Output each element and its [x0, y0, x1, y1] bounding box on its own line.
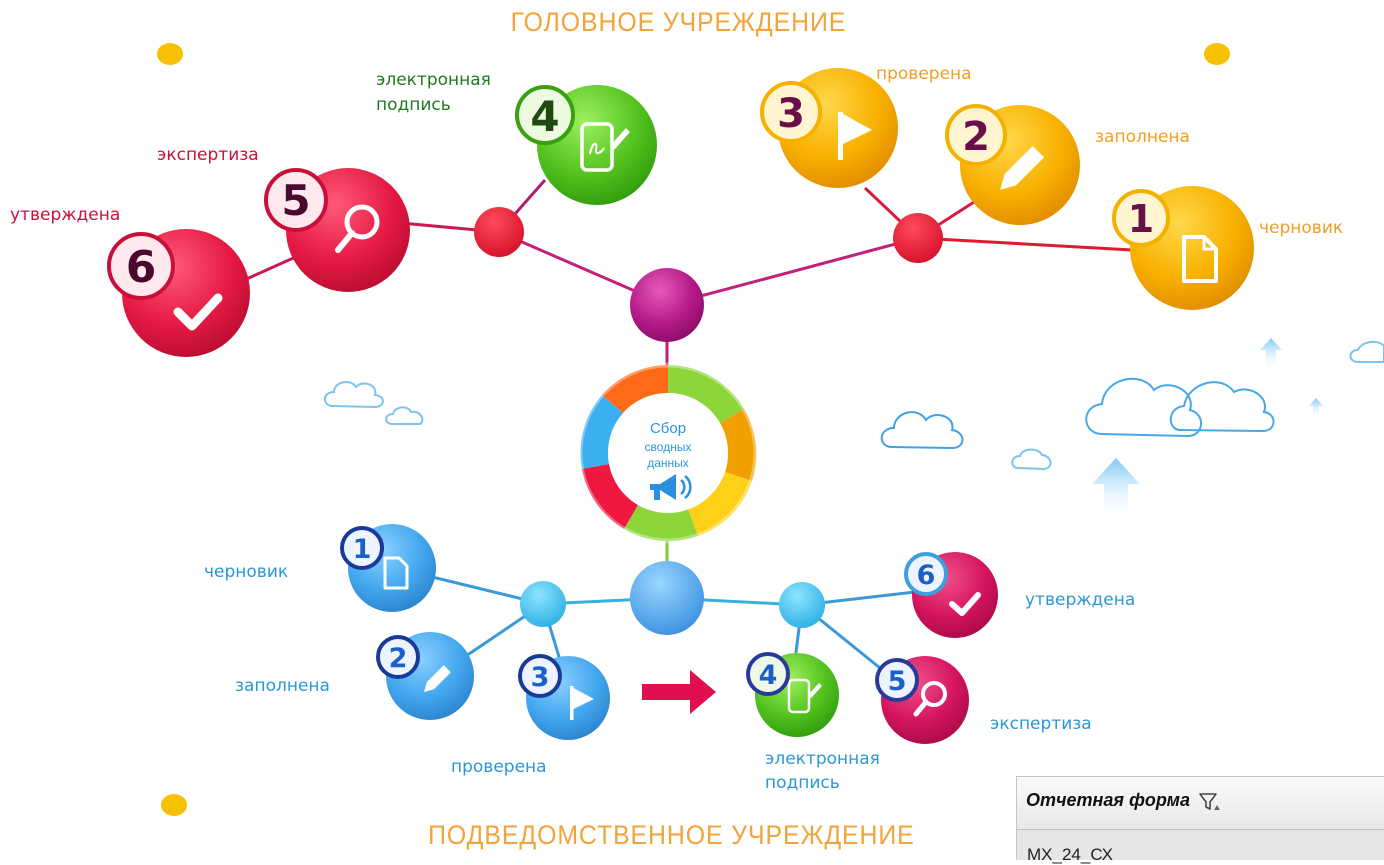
bottom-step-6-approved[interactable]: 6	[904, 552, 998, 638]
report-form-column-header[interactable]: Отчетная форма	[1017, 777, 1384, 830]
top-step-1-label: черновик	[1259, 218, 1344, 238]
bottom-step-4-label-line2: подпись	[765, 773, 840, 793]
top-step-1-draft[interactable]: 1	[1112, 186, 1254, 310]
top-step-5-expertise[interactable]: 5	[264, 168, 410, 292]
bottom-step-2-filled[interactable]: 2	[376, 632, 474, 720]
svg-text:5: 5	[888, 666, 907, 697]
svg-text:2: 2	[962, 114, 990, 160]
center-title-line3: данных	[647, 456, 689, 470]
upload-arrows	[1092, 338, 1323, 522]
top-step-2-filled[interactable]: 2	[945, 104, 1080, 225]
bottom-step-3-checked[interactable]: 3	[518, 654, 610, 740]
svg-text:2: 2	[389, 643, 408, 674]
central-ring	[577, 362, 759, 544]
pencil-icon	[423, 665, 451, 693]
bottom-step-2-label: заполнена	[235, 676, 330, 696]
junction-node-bottom-right	[779, 582, 825, 628]
top-step-3-label: проверена	[876, 64, 972, 84]
top-step-6-approved[interactable]: 6	[107, 229, 250, 357]
svg-text:6: 6	[126, 242, 157, 293]
junction-node-right	[893, 213, 943, 263]
hub-node-bottom	[630, 561, 704, 635]
checkmark-icon	[949, 592, 981, 616]
magnifier-icon	[335, 204, 380, 253]
svg-text:3: 3	[531, 662, 550, 693]
svg-text:4: 4	[759, 660, 778, 691]
clouds	[323, 340, 1384, 471]
bottom-step-4-label-line1: электронная	[765, 749, 880, 769]
top-divider	[157, 43, 1230, 65]
top-step-6-label: утверждена	[10, 205, 121, 225]
magnifier-icon	[913, 681, 947, 717]
svg-text:1: 1	[1128, 197, 1154, 241]
svg-text:1: 1	[353, 534, 372, 565]
svg-text:6: 6	[917, 560, 936, 591]
junction-node-left	[474, 207, 524, 257]
checkmark-icon	[173, 293, 223, 331]
report-grid-panel: Отчетная форма МХ_24_СХ	[1016, 776, 1384, 864]
document-icon	[383, 556, 409, 590]
bottom-step-5-expertise[interactable]: 5	[875, 656, 969, 744]
hub-node-top	[630, 268, 704, 342]
top-step-5-label: экспертиза	[157, 145, 259, 165]
phone-signature-icon	[787, 678, 822, 714]
svg-text:4: 4	[530, 92, 559, 141]
bottom-divider	[161, 794, 1020, 816]
svg-text:5: 5	[281, 176, 310, 225]
pencil-icon	[1000, 145, 1045, 190]
bottom-step-1-draft[interactable]: 1	[340, 524, 436, 612]
top-step-2-label: заполнена	[1095, 127, 1190, 147]
top-step-4-label-line1: электронная	[376, 70, 491, 90]
top-org-title: ГОЛОВНОЕ УЧРЕЖДЕНИЕ	[510, 7, 847, 37]
bottom-step-5-label: экспертиза	[990, 714, 1092, 734]
bottom-step-1-label: черновик	[204, 562, 289, 582]
top-step-4-label-line2: подпись	[376, 95, 451, 115]
junction-node-bottom-left	[520, 581, 566, 627]
center-title-line1: Сбор	[650, 420, 686, 437]
phone-signature-icon	[580, 122, 630, 172]
bottom-step-3-label: проверена	[451, 757, 547, 777]
bottom-org-title: ПОДВЕДОМСТВЕННОЕ УЧРЕЖДЕНИЕ	[428, 820, 915, 850]
filter-icon[interactable]	[1199, 792, 1221, 812]
flag-icon	[838, 112, 872, 160]
bottom-step-6-label: утверждена	[1025, 590, 1136, 610]
report-form-column-title: Отчетная форма	[1026, 790, 1191, 810]
svg-text:3: 3	[777, 91, 805, 137]
transition-arrow	[642, 670, 716, 714]
bottom-step-4-e-signature[interactable]: 4	[746, 652, 839, 737]
top-step-3-checked[interactable]: 3	[760, 68, 898, 188]
document-icon	[1182, 235, 1218, 283]
center-title-line2: сводных	[645, 440, 692, 454]
top-step-4-e-signature[interactable]: 4	[515, 85, 657, 205]
report-form-row-value[interactable]: МХ_24_СХ	[1027, 845, 1113, 864]
flag-icon	[570, 686, 594, 720]
